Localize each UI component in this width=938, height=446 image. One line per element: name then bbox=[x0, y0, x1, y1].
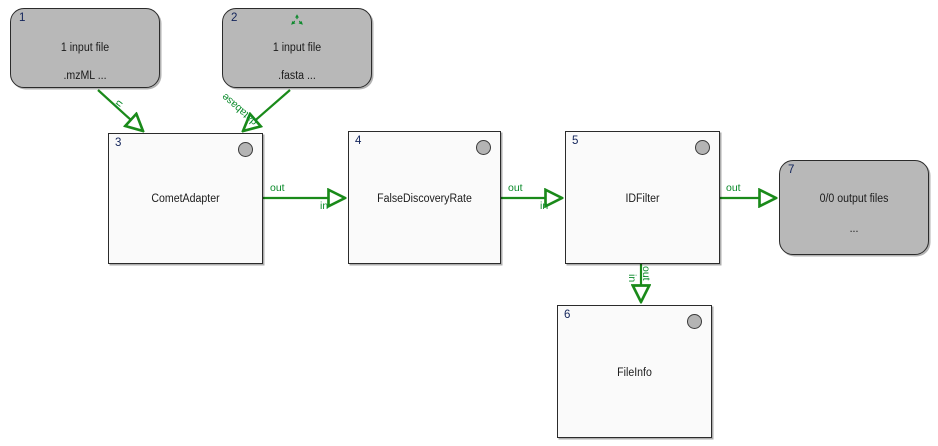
tool-node-label: FileInfo bbox=[617, 367, 652, 379]
tool-node-label: CometAdapter bbox=[151, 193, 220, 205]
edge-label-in-fileinfo: in bbox=[626, 274, 638, 283]
status-circle-icon bbox=[238, 142, 253, 157]
tool-node-label: FalseDiscoveryRate bbox=[377, 193, 472, 205]
tool-node-id-filter[interactable]: 5 IDFilter bbox=[565, 131, 720, 264]
node-file-extension: .mzML ... bbox=[63, 70, 107, 82]
edge-label-in-comet: in bbox=[111, 97, 126, 112]
node-input-count: 1 input file bbox=[60, 42, 110, 54]
node-index: 5 bbox=[572, 135, 579, 147]
io-node-input-fasta[interactable]: 2 1 input file .fasta ... bbox=[222, 8, 372, 88]
edge-label-out-idfilter-output: out bbox=[726, 182, 741, 194]
node-output-ellipsis: ... bbox=[849, 223, 859, 235]
node-input-count: 1 input file bbox=[272, 42, 322, 54]
status-circle-icon bbox=[687, 314, 702, 329]
node-index: 2 bbox=[231, 12, 238, 24]
status-circle-icon bbox=[476, 140, 491, 155]
node-index: 4 bbox=[355, 135, 362, 147]
edge-label-database-comet: database bbox=[219, 90, 260, 128]
tool-node-comet-adapter[interactable]: 3 CometAdapter bbox=[108, 133, 263, 264]
edge-label-out-comet: out bbox=[270, 182, 285, 194]
tool-node-label: IDFilter bbox=[625, 193, 660, 205]
edge-label-out-idfilter-fileinfo: out bbox=[640, 266, 652, 281]
edge-label-out-fdr: out bbox=[508, 182, 523, 194]
node-index: 7 bbox=[788, 164, 795, 176]
node-index: 1 bbox=[19, 12, 26, 24]
recycle-icon bbox=[289, 13, 305, 29]
tool-node-false-discovery-rate[interactable]: 4 FalseDiscoveryRate bbox=[348, 131, 501, 264]
node-output-count: 0/0 output files bbox=[819, 193, 889, 205]
io-node-input-mzml[interactable]: 1 1 input file .mzML ... bbox=[10, 8, 160, 88]
edge-label-in-idfilter: in bbox=[540, 200, 549, 212]
node-index: 6 bbox=[564, 309, 571, 321]
tool-node-file-info[interactable]: 6 FileInfo bbox=[557, 305, 712, 438]
edge-label-in-fdr: in bbox=[320, 200, 329, 212]
status-circle-icon bbox=[695, 140, 710, 155]
node-index: 3 bbox=[115, 137, 122, 149]
io-node-output-files[interactable]: 7 0/0 output files ... bbox=[779, 160, 929, 255]
node-file-extension: .fasta ... bbox=[278, 70, 316, 82]
